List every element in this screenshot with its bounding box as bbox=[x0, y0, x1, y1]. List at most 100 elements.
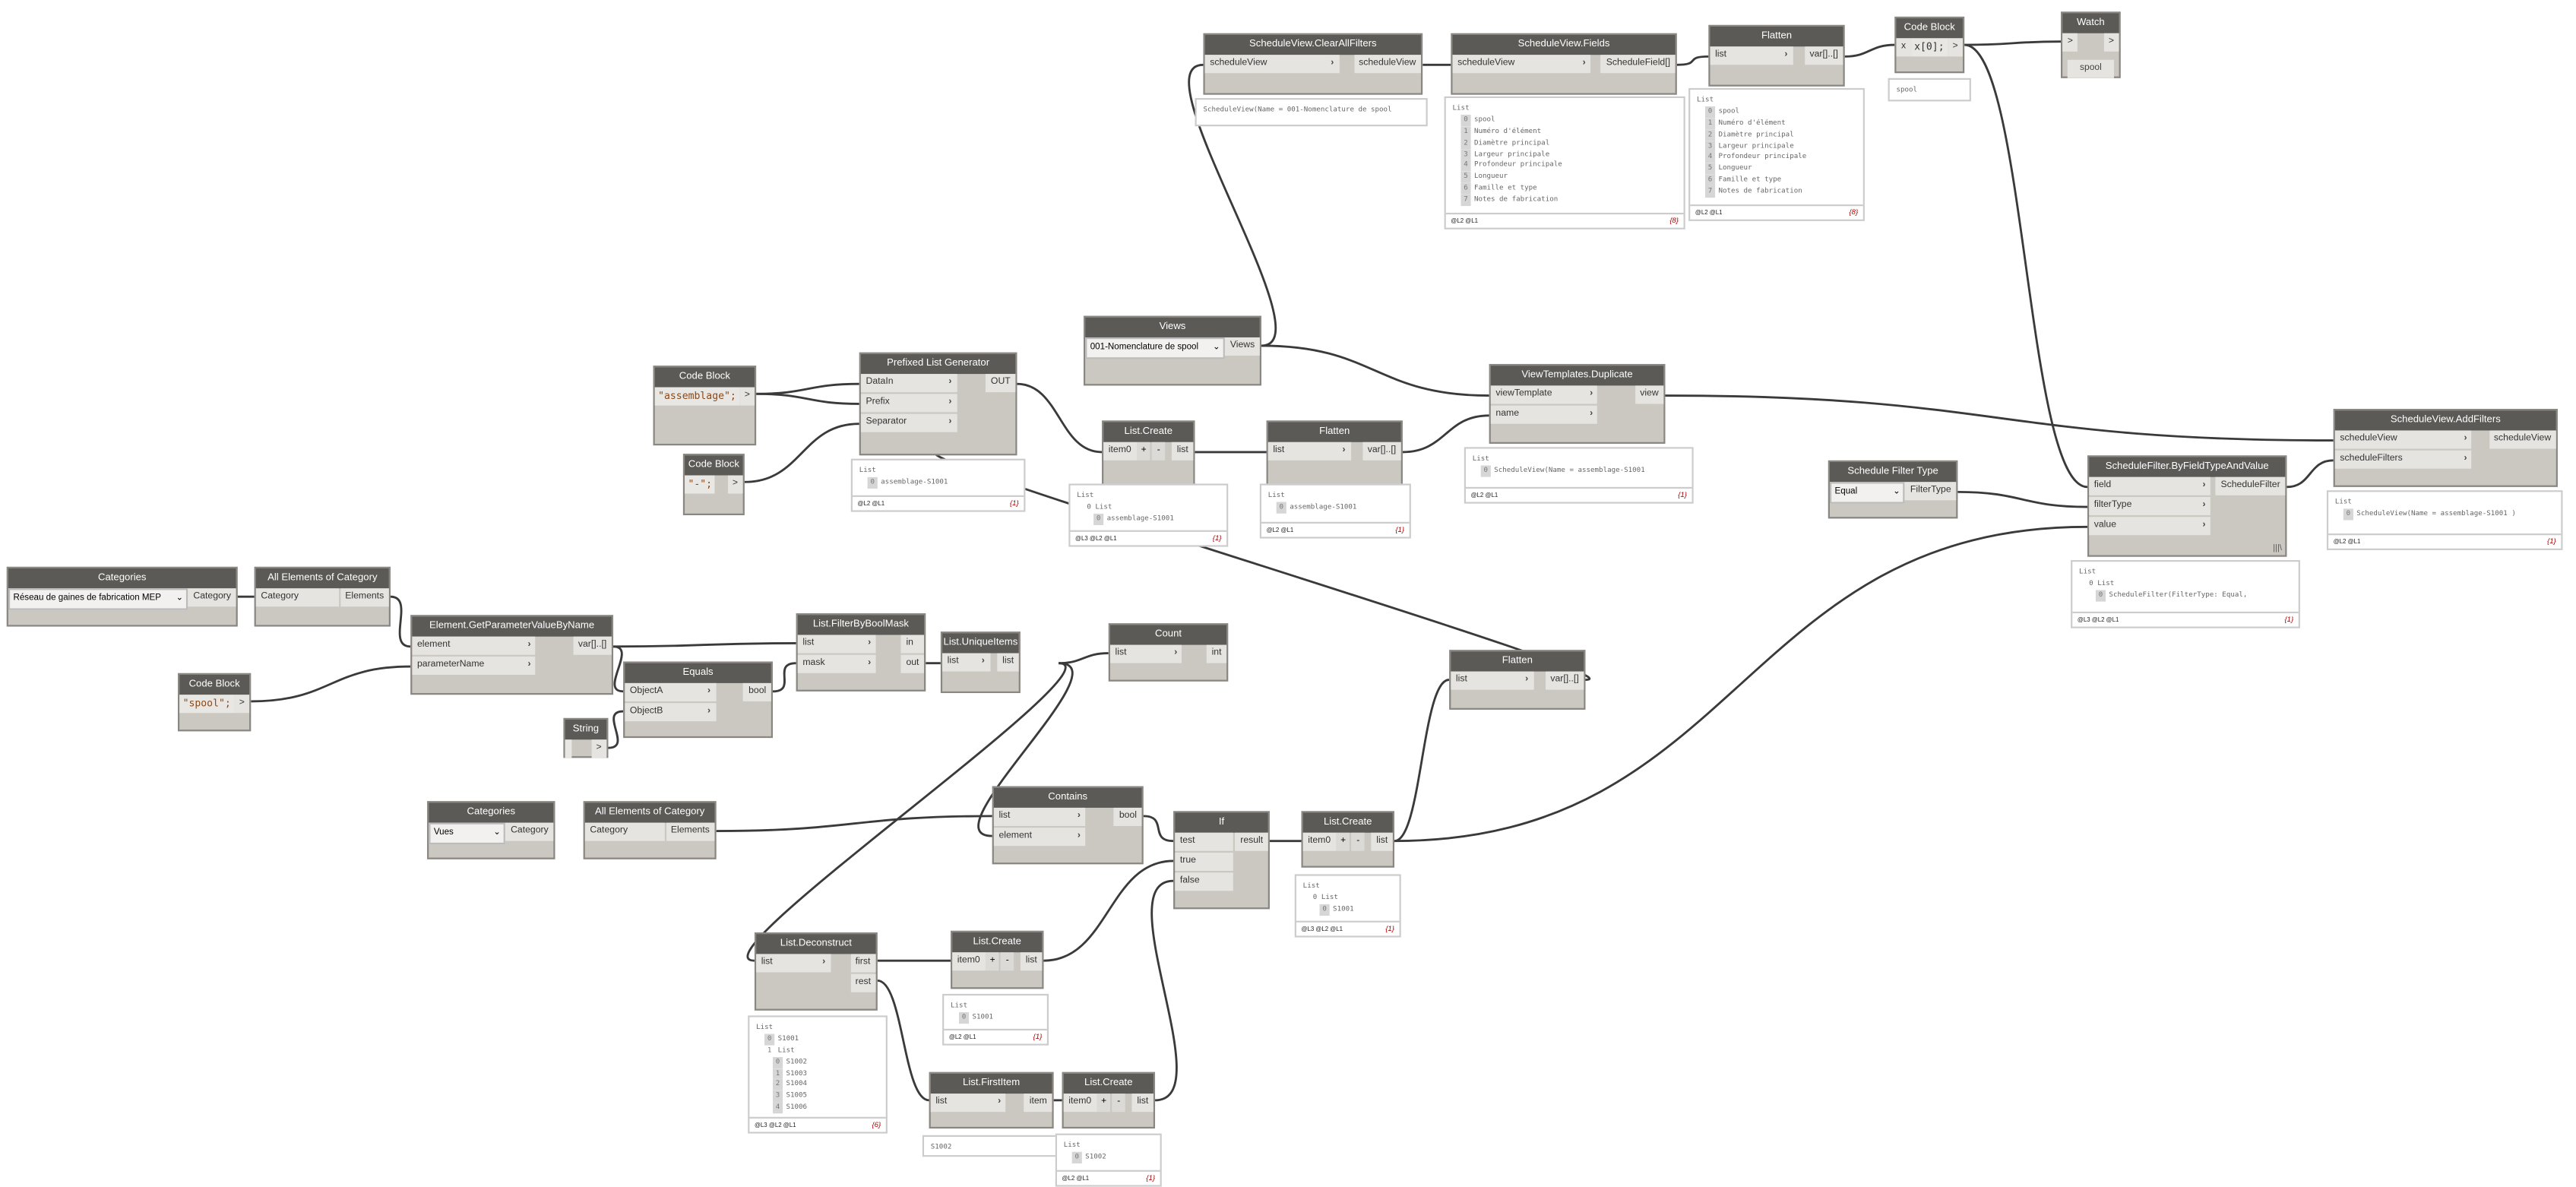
connector-wire[interactable] bbox=[2286, 459, 2334, 489]
output-port-[interactable]: > bbox=[739, 387, 755, 406]
code-editor[interactable]: "spool"; bbox=[179, 695, 235, 714]
input-port-prefix[interactable]: Prefix› bbox=[860, 394, 957, 413]
connector-wire[interactable] bbox=[1394, 525, 2087, 843]
connector-wire[interactable] bbox=[1402, 414, 1489, 454]
output-port-scheduleview[interactable]: scheduleView bbox=[1353, 55, 1421, 74]
input-port-x[interactable]: x bbox=[1896, 38, 1911, 57]
connector-wire[interactable] bbox=[251, 665, 411, 703]
remove-input-button[interactable]: - bbox=[1351, 832, 1366, 851]
output-port-out[interactable]: OUT bbox=[986, 374, 1016, 393]
input-port-false[interactable]: false bbox=[1175, 872, 1233, 891]
code-editor[interactable] bbox=[565, 739, 572, 758]
output-port-item[interactable]: item bbox=[1024, 1094, 1052, 1113]
output-port-int[interactable]: int bbox=[1207, 644, 1227, 663]
output-port-list[interactable]: list bbox=[1371, 832, 1393, 851]
input-port-element[interactable]: element› bbox=[993, 828, 1086, 847]
output-port-category[interactable]: Category bbox=[188, 588, 236, 607]
connector-wire[interactable] bbox=[1964, 40, 2062, 46]
output-port-first[interactable]: first bbox=[850, 954, 876, 973]
input-port-item0[interactable]: item0 bbox=[1103, 442, 1137, 461]
output-port-[interactable]: > bbox=[234, 695, 250, 714]
connector-wire[interactable] bbox=[1676, 55, 1709, 66]
connector-wire[interactable] bbox=[756, 392, 859, 405]
input-port-[interactable]: > bbox=[2062, 33, 2078, 52]
output-port-bool[interactable]: bool bbox=[743, 682, 771, 701]
input-port-element[interactable]: element› bbox=[412, 636, 536, 655]
input-port-value[interactable]: value› bbox=[2089, 517, 2211, 536]
connector-wire[interactable] bbox=[1957, 490, 2087, 508]
input-port-mask[interactable]: mask› bbox=[797, 654, 876, 673]
connector-wire[interactable] bbox=[716, 815, 992, 832]
node-cb_spool[interactable]: Code Block"spool";> bbox=[178, 673, 252, 732]
output-port-[interactable]: > bbox=[727, 475, 743, 494]
input-port-list[interactable]: list› bbox=[756, 954, 831, 973]
input-port-list[interactable]: list› bbox=[930, 1094, 1006, 1113]
dropdown-select[interactable]: Réseau de gaines de fabrication MEP⌄ bbox=[8, 588, 188, 610]
output-port-category[interactable]: Category bbox=[505, 822, 554, 841]
input-port-true[interactable]: true bbox=[1175, 852, 1233, 872]
output-port-filtertype[interactable]: FilterType bbox=[1905, 482, 1957, 501]
node-string[interactable]: String> bbox=[563, 717, 609, 758]
node-watch[interactable]: Watch>>spool bbox=[2061, 11, 2121, 78]
input-port-list[interactable]: list› bbox=[1451, 671, 1533, 690]
output-port-view[interactable]: view bbox=[1635, 385, 1664, 404]
input-port-list[interactable]: list› bbox=[1710, 46, 1793, 65]
node-cb_sep[interactable]: Code Block"-";> bbox=[682, 454, 745, 516]
input-port-separator[interactable]: Separator› bbox=[860, 413, 957, 432]
connector-wire[interactable] bbox=[1665, 394, 2334, 442]
output-port-list[interactable]: list bbox=[1172, 442, 1194, 461]
input-port-category[interactable]: Category bbox=[584, 822, 666, 841]
connector-wire[interactable] bbox=[390, 595, 411, 648]
connector-wire[interactable] bbox=[608, 710, 624, 749]
output-port-var[interactable]: var[]..[] bbox=[573, 636, 612, 655]
output-port-in[interactable]: in bbox=[900, 635, 925, 654]
output-port-elements[interactable]: Elements bbox=[666, 822, 715, 841]
lacing-indicator[interactable]: |||\ bbox=[2273, 543, 2282, 554]
input-port-item0[interactable]: item0 bbox=[1302, 832, 1336, 851]
input-port-scheduleview[interactable]: scheduleView› bbox=[1204, 55, 1339, 74]
output-port-elements[interactable]: Elements bbox=[340, 588, 389, 607]
remove-input-button[interactable]: - bbox=[1112, 1094, 1126, 1113]
input-port-scheduleview[interactable]: scheduleView› bbox=[1452, 55, 1591, 74]
output-port-bool[interactable]: bool bbox=[1114, 807, 1142, 826]
input-port-item0[interactable]: item0 bbox=[1063, 1094, 1097, 1113]
connector-wire[interactable] bbox=[1844, 43, 1895, 58]
output-port-var[interactable]: var[]..[] bbox=[1545, 671, 1584, 690]
input-port-list[interactable]: list› bbox=[993, 807, 1086, 826]
input-port-objectb[interactable]: ObjectB› bbox=[625, 703, 716, 722]
input-port-schedulefilters[interactable]: scheduleFilters› bbox=[2334, 450, 2473, 469]
output-port-result[interactable]: result bbox=[1235, 832, 1268, 851]
code-editor[interactable]: x[0]; bbox=[1910, 38, 1948, 57]
input-port-parametername[interactable]: parameterName› bbox=[412, 656, 536, 675]
output-port-rest[interactable]: rest bbox=[850, 973, 876, 992]
output-port-var[interactable]: var[]..[] bbox=[1362, 442, 1401, 461]
connector-wire[interactable] bbox=[613, 641, 796, 648]
output-port-[interactable]: > bbox=[1947, 38, 1964, 57]
connector-wire[interactable] bbox=[1059, 652, 1109, 665]
connector-wire[interactable] bbox=[1150, 879, 1178, 1102]
input-port-list[interactable]: list› bbox=[1267, 442, 1351, 461]
add-input-button[interactable]: + bbox=[986, 952, 999, 971]
connector-wire[interactable] bbox=[1143, 815, 1174, 843]
connector-wire[interactable] bbox=[612, 645, 624, 693]
input-port-filtertype[interactable]: filterType› bbox=[2089, 496, 2211, 516]
